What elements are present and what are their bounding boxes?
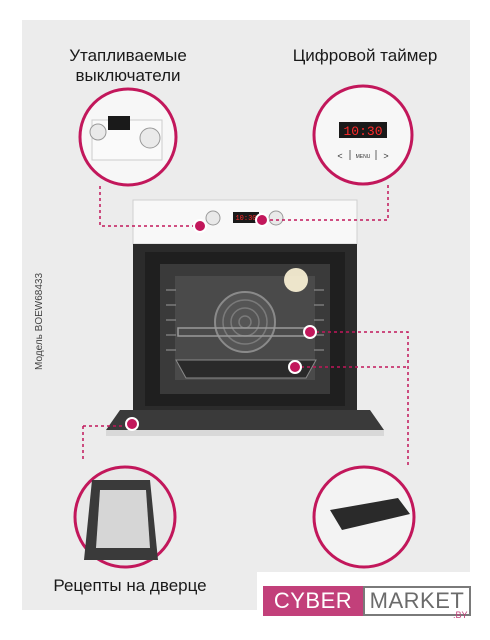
side-racks [166, 289, 324, 351]
timer-display-text: 10:30 [343, 124, 382, 139]
zoom-tray-icon [330, 498, 410, 530]
callout-markers [125, 213, 317, 431]
brand-logo: CYBER MARKET .BY [257, 572, 476, 630]
small-display-text: 10:30 [235, 215, 256, 223]
model-label: Модель BOEW68433 [34, 272, 45, 370]
timer-right-arrow: > [383, 151, 388, 161]
small-display [233, 212, 259, 223]
brand-cyber: CYBER [263, 586, 363, 616]
right-knob-icon [268, 210, 284, 226]
fan-icon [214, 291, 276, 353]
baking-tray [175, 359, 317, 379]
left-knob-icon [205, 210, 221, 226]
caption-switches: Утапливаемые выключатели [69, 46, 187, 85]
timer-menu-label: MENU [356, 154, 371, 160]
oven-door [106, 410, 384, 430]
timer-display [339, 122, 387, 138]
brand-market: MARKET [363, 586, 471, 616]
caption-recipes: Рецепты на дверце [53, 576, 207, 595]
oven-lamp-icon [284, 268, 308, 292]
brand-domain: .BY [453, 610, 468, 620]
connector-lines [82, 185, 409, 468]
zoom-knob-left-icon [89, 123, 107, 141]
timer-left-arrow: < [337, 151, 342, 161]
zoom-knob-right-icon [139, 127, 161, 149]
caption-timer: Цифровой таймер [292, 46, 438, 65]
